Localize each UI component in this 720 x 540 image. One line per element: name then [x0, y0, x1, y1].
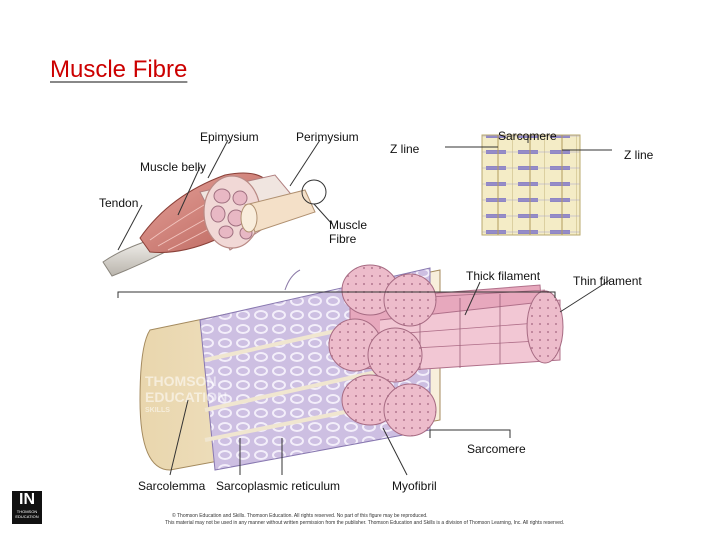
watermark-line-2: EDUCATION: [145, 389, 227, 405]
label-muscle-belly: Muscle belly: [140, 160, 207, 174]
logo-text: THOMSON EDUCATION: [15, 509, 39, 519]
label-thin-filament: Thin filament: [573, 274, 642, 288]
label-z-line-right: Z line: [624, 148, 654, 162]
label-sarcoplasmic-reticulum: Sarcoplasmic reticulum: [216, 479, 341, 493]
label-sarcomere-bottom: Sarcomere: [467, 442, 526, 456]
label-muscle-fibre-2: Fibre: [329, 232, 357, 246]
watermark-line-1: THOMSON: [145, 373, 217, 389]
leader-lines: [117, 136, 612, 476]
label-perimysium: Perimysium: [296, 130, 359, 144]
label-z-line-left: Z line: [390, 142, 420, 156]
label-sarcomere-top: Sarcomere: [498, 129, 557, 143]
publisher-logo: IN THOMSON EDUCATION: [12, 491, 42, 524]
watermark: THOMSON EDUCATION SKILLS: [145, 373, 227, 414]
label-myofibril: Myofibril: [392, 479, 437, 493]
label-muscle-fibre-1: Muscle: [329, 218, 368, 232]
copyright-line-1: © Thomson Education and Skills. Thomson …: [172, 513, 428, 519]
label-thick-filament: Thick filament: [466, 269, 541, 283]
whole-muscle: [102, 172, 327, 277]
sarcomere-inset: [481, 134, 581, 236]
label-sarcolemma: Sarcolemma: [138, 479, 206, 493]
watermark-line-3: SKILLS: [145, 407, 170, 414]
label-tendon: Tendon: [99, 196, 139, 210]
copyright-line-2: This material may not be used in any man…: [165, 520, 565, 526]
page-title: Muscle Fibre: [50, 56, 188, 83]
muscle-fibre: [139, 264, 564, 471]
label-epimysium: Epimysium: [200, 130, 259, 144]
